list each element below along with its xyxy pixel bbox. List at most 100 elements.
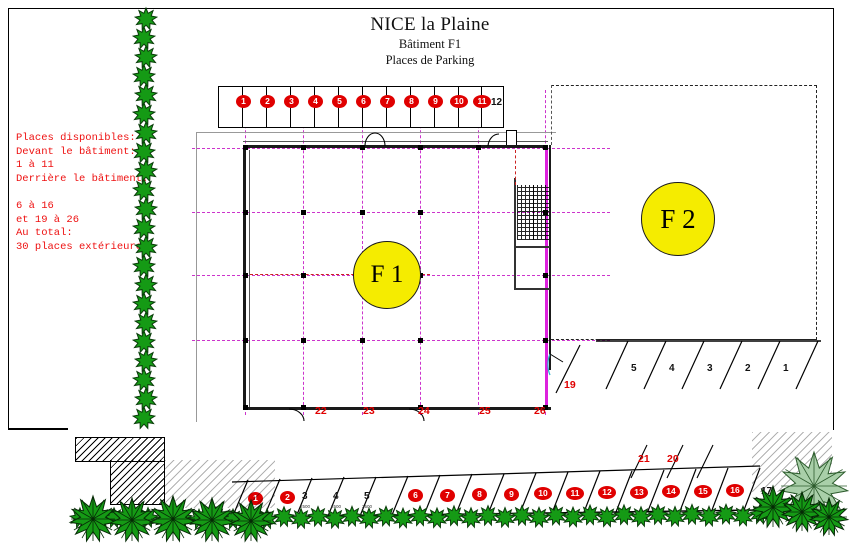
parking-slot-marker: 4 — [308, 95, 323, 108]
column-marker — [243, 273, 248, 278]
parking-slot-marker: 5 — [332, 95, 347, 108]
parking-slot-marker-rear: 2 — [280, 491, 295, 504]
column-marker — [418, 145, 423, 150]
parking-slot-label-rear-3: 3 — [302, 491, 308, 502]
building-wall-bottom — [243, 407, 551, 410]
page-title: NICE la Plaine — [370, 14, 490, 35]
column-marker — [543, 145, 548, 150]
column-marker — [243, 405, 248, 410]
parking-slot-label-rear: 24 — [418, 405, 430, 417]
parking-slot-dimension: 2500 — [330, 504, 341, 509]
parking-slot-label-right: 3 — [707, 363, 713, 374]
column-marker — [418, 338, 423, 343]
column-marker — [543, 405, 548, 410]
hatched-area-building-lower — [110, 460, 165, 505]
parking-slot-label-right: 2 — [745, 363, 751, 374]
door-jamb — [506, 130, 517, 145]
door-swing-icon-bottom — [288, 408, 305, 422]
parking-slot-marker: 3 — [284, 95, 299, 108]
column-marker — [301, 145, 306, 150]
parking-diagonal-upper — [630, 444, 714, 479]
parking-slot-marker-rear: 7 — [440, 489, 455, 502]
frame-bottom-edge — [8, 428, 68, 430]
grid-line-h4 — [192, 340, 610, 341]
drawing-frame — [8, 8, 834, 430]
parking-slot-marker-rear: 14 — [662, 485, 680, 498]
parking-slot-marker: 11 — [473, 95, 491, 108]
column-marker — [301, 338, 306, 343]
parking-slot-marker-rear: 6 — [408, 489, 423, 502]
interior-partition-v — [514, 178, 516, 290]
parking-slot-marker-rear: 9 — [504, 488, 519, 501]
door-swing-icon-bottom2 — [408, 408, 425, 422]
parking-slot-label-rear: 26 — [534, 405, 546, 417]
legend-available-spaces: Places disponibles: Devant le bâtiment: … — [16, 132, 149, 253]
grid-line-h1 — [192, 148, 610, 149]
tree-cluster-bottom-left — [68, 488, 274, 543]
parking-slot-marker-rear: 15 — [694, 485, 712, 498]
column-marker — [360, 338, 365, 343]
hatched-area-building — [75, 437, 165, 462]
column-marker — [360, 210, 365, 215]
column-marker — [301, 210, 306, 215]
building-label-f1: F 1 — [353, 241, 421, 309]
grid-line-v2 — [303, 90, 304, 415]
parking-slot-marker-rear: 12 — [598, 486, 616, 499]
building-f2-left-edge — [551, 85, 552, 145]
column-marker — [418, 405, 423, 410]
building-wall-left-inner — [249, 150, 250, 408]
axis-line-red-dashed — [515, 150, 516, 185]
grid-line-h2 — [192, 212, 610, 213]
parking-slot-marker: 1 — [236, 95, 251, 108]
parking-slot-marker-rear: 13 — [630, 486, 648, 499]
column-marker — [418, 210, 423, 215]
stairwell-center-line — [533, 185, 534, 240]
hatched-area-ground-left — [165, 460, 275, 508]
parking-slot-label-12: 12 — [491, 97, 503, 108]
parking-slot-marker-rear: 8 — [472, 488, 487, 501]
parking-slot-marker: 8 — [404, 95, 419, 108]
door-swing-icon — [364, 132, 386, 147]
building-wall-top-inner — [243, 141, 548, 142]
parking-row-right — [596, 340, 821, 390]
parking-slot-label-right: 1 — [783, 363, 789, 374]
parking-slot-label-right: 4 — [669, 363, 675, 374]
building-wall-top — [243, 145, 548, 148]
parking-slot-dimension: 2500 — [299, 504, 310, 509]
parking-slot-label-20: 20 — [667, 453, 679, 465]
column-marker — [543, 273, 548, 278]
parking-slot-label-right: 5 — [631, 363, 637, 374]
column-marker — [243, 145, 248, 150]
column-marker — [243, 338, 248, 343]
door-swing-icon-entry — [547, 353, 564, 376]
building-f2-bottom-edge — [596, 339, 817, 340]
interior-partition-h2 — [514, 288, 550, 290]
column-marker — [543, 210, 548, 215]
building-wall-right — [549, 145, 551, 370]
column-marker — [301, 405, 306, 410]
parking-slot-label-rear: 23 — [363, 405, 375, 417]
parking-slot-marker: 6 — [356, 95, 371, 108]
parking-slot-marker: 10 — [450, 95, 468, 108]
title-subtitle-building: Bâtiment F1 — [398, 37, 462, 51]
grid-line-v4 — [420, 90, 421, 415]
column-marker — [301, 273, 306, 278]
parking-slot-marker-rear: 11 — [566, 487, 584, 500]
title-subtitle-parking: Places de Parking — [385, 53, 475, 67]
parking-slot-label-rear-4: 4 — [333, 491, 339, 502]
column-marker — [476, 145, 481, 150]
column-marker — [360, 145, 365, 150]
parking-slot-label-rear: 25 — [479, 405, 491, 417]
parking-slot-label-rear-5: 5 — [364, 491, 370, 502]
grid-line-v5 — [478, 90, 479, 415]
parking-slot-dimension: 2500 — [361, 504, 372, 509]
construction-line-left — [196, 132, 197, 422]
parking-slot-label-entry: 19 — [564, 379, 576, 391]
parking-slot-marker: 7 — [380, 95, 395, 108]
column-marker — [543, 338, 548, 343]
parking-slot-marker-rear: 16 — [726, 484, 744, 497]
parking-slot-label-rear: 22 — [315, 405, 327, 417]
tree-cluster-bottom-right — [750, 450, 850, 540]
parking-slot-label-21: 21 — [638, 453, 650, 465]
